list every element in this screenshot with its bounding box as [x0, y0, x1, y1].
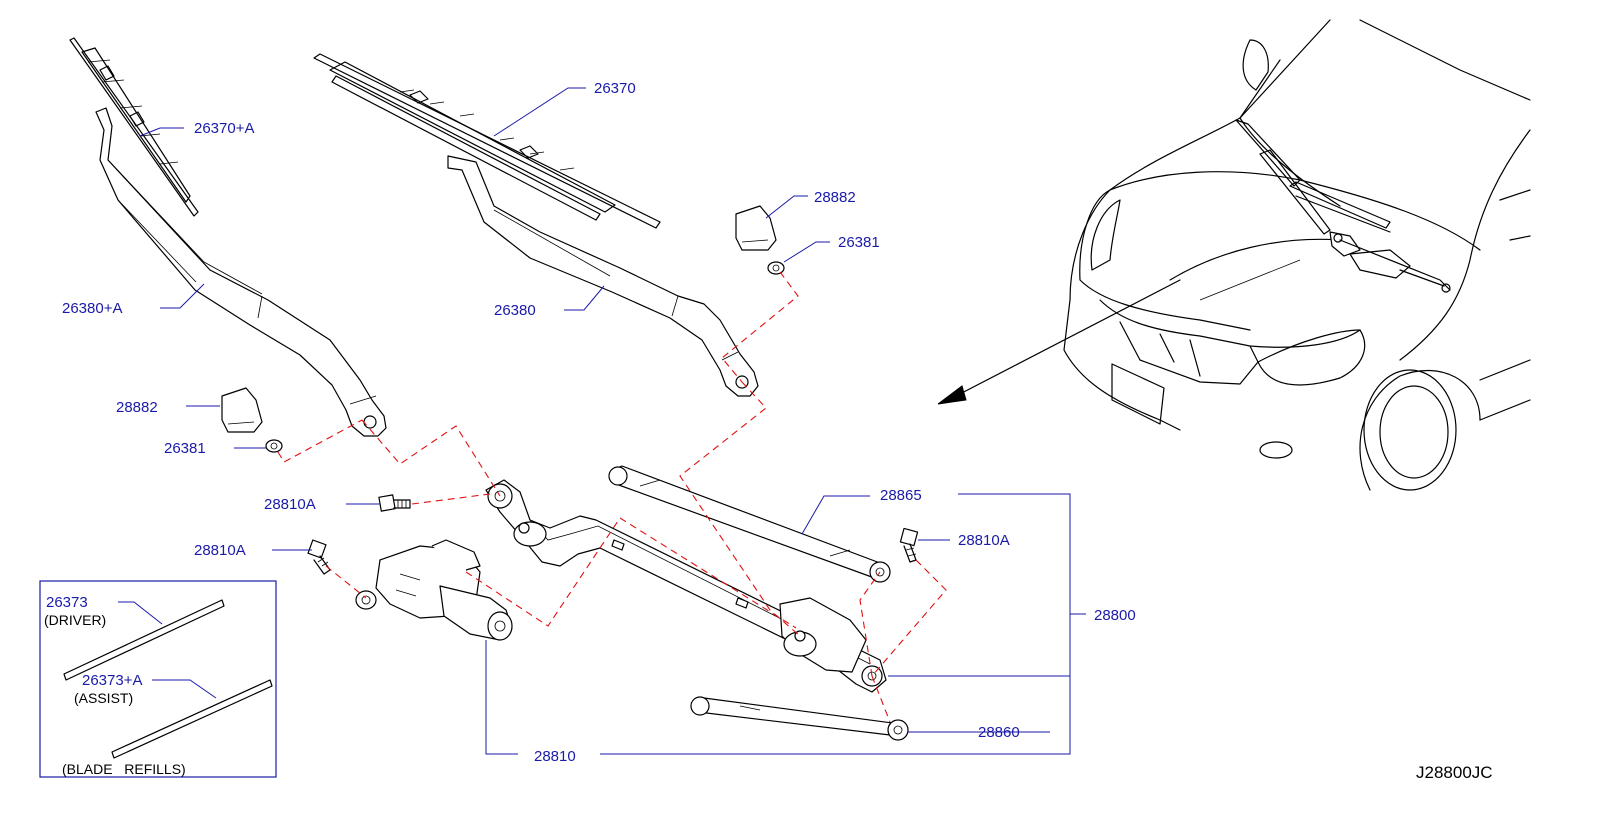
- label-bolt-right[interactable]: 28810A: [958, 532, 1010, 549]
- label-refill-assist[interactable]: 26373+A: [82, 672, 142, 689]
- pivot-cap-right[interactable]: [735, 205, 777, 251]
- wiper-frame[interactable]: [485, 479, 887, 693]
- pivot-nut-left[interactable]: [265, 439, 283, 453]
- label-linkage-assembly[interactable]: 28800: [1094, 607, 1136, 624]
- label-bolt-left-lower[interactable]: 28810A: [194, 542, 246, 559]
- label-arm-assist[interactable]: 26380: [494, 302, 536, 319]
- blade-refills-inset: [39, 580, 277, 778]
- label-arm-driver[interactable]: 26380+A: [62, 300, 122, 317]
- label-nut-right[interactable]: 26381: [838, 234, 880, 251]
- bolt-left-lower[interactable]: [307, 539, 331, 575]
- note-blade-refills: (BLADE REFILLS): [62, 761, 186, 777]
- label-rod-upper[interactable]: 28865: [880, 487, 922, 504]
- pivot-nut-right[interactable]: [767, 261, 785, 275]
- bolt-right[interactable]: [899, 527, 919, 563]
- vehicle-outline: [1063, 19, 1531, 491]
- diagram-code: J28800JC: [1416, 763, 1493, 782]
- label-nut-left[interactable]: 26381: [164, 440, 206, 457]
- label-rod-lower[interactable]: 28860: [978, 724, 1020, 741]
- label-blade-assist[interactable]: 26370: [594, 80, 636, 97]
- dashed-alignment-guides: [277, 271, 947, 723]
- leader-lines: [139, 87, 1086, 755]
- part-labels: 26370+A 26370 26380+A 26380 28882 26381 …: [44, 80, 1493, 782]
- view-direction-arrow: [937, 279, 1181, 405]
- wiper-motor[interactable]: [355, 539, 513, 641]
- driver-wiper-arm[interactable]: [95, 107, 387, 437]
- note-driver: (DRIVER): [44, 612, 106, 628]
- label-refill-driver[interactable]: 26373: [46, 594, 88, 611]
- label-cap-right[interactable]: 28882: [814, 189, 856, 206]
- upper-link-rod[interactable]: [608, 465, 891, 583]
- label-bolt-left-upper[interactable]: 28810A: [264, 496, 316, 513]
- assist-wiper-arm[interactable]: [447, 155, 759, 397]
- label-cap-left[interactable]: 28882: [116, 399, 158, 416]
- bolt-left-upper[interactable]: [378, 494, 411, 512]
- pivot-cap-left[interactable]: [221, 387, 263, 433]
- lower-link-rod[interactable]: [690, 696, 909, 741]
- assist-wiper-blade[interactable]: [313, 53, 661, 229]
- driver-wiper-blade[interactable]: [69, 37, 199, 217]
- label-blade-driver[interactable]: 26370+A: [194, 120, 254, 137]
- label-motor[interactable]: 28810: [534, 748, 576, 765]
- note-assist: (ASSIST): [74, 690, 133, 706]
